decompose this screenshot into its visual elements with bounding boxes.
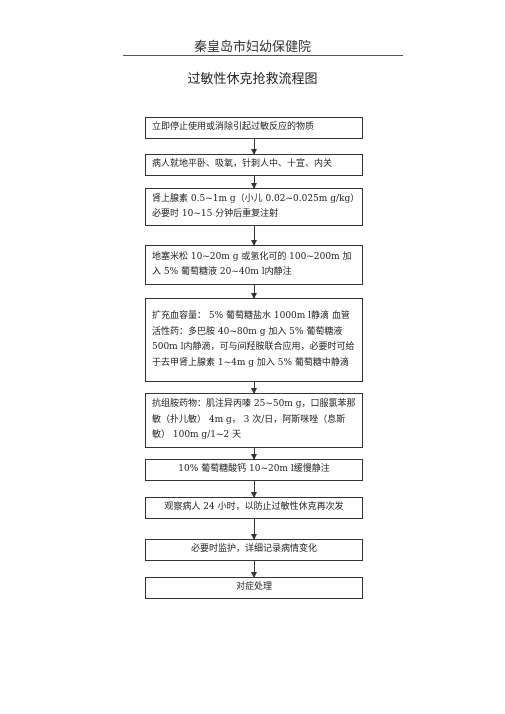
flow-arrow: [251, 285, 257, 299]
flow-step-text: 病人就地平卧、吸氧，针刺人中、十宣、内关: [152, 159, 333, 170]
flow-step-text: 扩充血容量： 5% 葡萄糖盐水 1000m l静滴 血管活性药：多巴胺 40~8…: [152, 311, 355, 368]
flow-step-monitor-record: 必要时监护，详细记录病情变化: [145, 539, 363, 561]
flow-step-text: 观察病人 24 小时，以防止过敏性休克再次发: [164, 502, 344, 513]
flow-arrow: [251, 448, 257, 460]
flow-step-text: 对症处理: [235, 582, 272, 593]
flow-step-calcium-gluconate: 10% 葡萄糖酸钙 10~20m l缓慢静注: [145, 459, 363, 481]
page-title: 过敏性休克抢救流程图: [187, 72, 318, 87]
flow-arrow: [251, 139, 257, 155]
flow-step-epinephrine: 肾上腺素 0.5~1m g（小儿 0.02~0.025m g/kg）必要时 10…: [145, 188, 363, 226]
flow-step-text: 10% 葡萄糖酸钙 10~20m l缓慢静注: [178, 464, 330, 475]
flow-step-text: 抗组胺药物：肌注异丙嗪 25~50m g，口服氯苯那敏（扑儿敏） 4m g， 3…: [152, 399, 356, 441]
flow-step-stop-allergen: 立即停止使用或消除引起过敏反应的物质: [145, 117, 363, 139]
flow-step-observe-24h: 观察病人 24 小时，以防止过敏性休克再次发: [145, 497, 363, 519]
flow-step-symptomatic-treatment: 对症处理: [145, 577, 363, 599]
flow-step-dexamethasone: 地塞米松 10~20m g 或氢化可的 100~200m 加入 5% 葡萄糖液 …: [145, 245, 363, 285]
flow-step-antihistamine: 抗组胺药物：肌注异丙嗪 25~50m g，口服氯苯那敏（扑儿敏） 4m g， 3…: [145, 393, 363, 448]
flow-step-text: 地塞米松 10~20m g 或氢化可的 100~200m 加入 5% 葡萄糖液 …: [152, 251, 352, 278]
flow-step-text: 立即停止使用或消除引起过敏反应的物质: [152, 122, 315, 133]
flow-arrow: [251, 382, 257, 394]
flow-step-volume-expansion: 扩充血容量： 5% 葡萄糖盐水 1000m l静滴 血管活性药：多巴胺 40~8…: [145, 298, 363, 382]
flow-step-text: 必要时监护，详细记录病情变化: [190, 544, 317, 555]
flow-arrow: [251, 519, 257, 540]
flow-step-text: 肾上腺素 0.5~1m g（小儿 0.02~0.025m g/kg）必要时 10…: [152, 193, 355, 220]
flow-arrow: [251, 226, 257, 246]
flow-arrow: [251, 481, 257, 498]
header-divider: [123, 55, 403, 56]
flow-step-lie-flat-oxygen: 病人就地平卧、吸氧，针刺人中、十宣、内关: [145, 154, 363, 176]
flow-arrow: [251, 561, 257, 578]
flow-arrow: [251, 176, 257, 189]
hospital-name: 秦皇岛市妇幼保健院: [193, 40, 311, 55]
